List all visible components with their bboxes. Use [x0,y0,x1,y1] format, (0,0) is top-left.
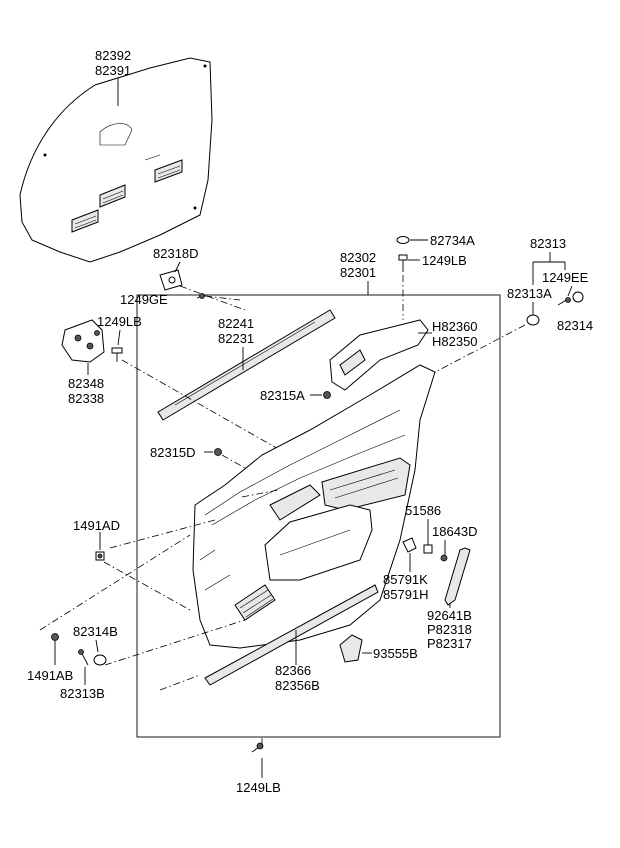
label-1249EE: 1249EE [542,270,589,285]
screw-1249LB-left [111,347,123,362]
screw-1249GE [196,293,206,299]
screw-1249LB-top [398,254,408,272]
label-82313A: 82313A [507,286,552,301]
label-82366: 82366 [275,663,311,678]
label-82348: 82348 [68,376,104,391]
screw-82313B [78,649,89,666]
speaker-grille [234,584,276,621]
switch-93555B [339,634,363,663]
label-1249LB-top: 1249LB [422,253,467,268]
garnish-82366 [204,584,379,686]
weatherstrip-82241 [157,309,336,421]
screw-1249EE [557,297,571,306]
label-82315A: 82315A [260,388,305,403]
label-82313: 82313 [530,236,566,251]
label-1249LB-bottom: 1249LB [236,780,281,795]
bulb-51586 [423,544,433,554]
label-82301: 82301 [340,265,376,280]
label-82315D: 82315D [150,445,196,460]
door-trim-sheet [19,57,213,263]
label-82318D: 82318D [153,246,199,261]
label-85791H: 85791H [383,587,429,602]
switch-panel-H82360 [329,319,429,391]
clip-82315A [323,391,331,399]
label-1249LB-left: 1249LB [97,314,142,329]
label-82356B: 82356B [275,678,320,693]
door-trim-panel [192,364,436,649]
label-H82350: H82350 [432,334,478,349]
label-1249GE: 1249GE [120,292,168,307]
label-1491AD: 1491AD [73,518,120,533]
grommet-82313A [526,314,540,326]
bracket-82348 [61,319,105,363]
label-P82318: P82318 [427,622,472,637]
label-82302: 82302 [340,250,376,265]
clip-85791K [402,537,417,553]
sheet-cutout-1 [71,209,99,233]
label-82391: 82391 [95,63,131,78]
label-1491AB: 1491AB [27,668,73,683]
label-85791K: 85791K [383,572,428,587]
label-82313B: 82313B [60,686,105,701]
label-82231: 82231 [218,331,254,346]
label-82314: 82314 [557,318,593,333]
label-92641B: 92641B [427,608,472,623]
clip-1491AB [51,633,59,641]
bracket-82318D [159,269,183,291]
socket-18643D [440,554,448,562]
assembly-frame [136,294,501,738]
label-18643D: 18643D [432,524,478,539]
clip-82734A [396,236,410,244]
cap-82314B [93,654,107,666]
sheet-cutout-3 [154,159,183,183]
screw-1491AD [95,551,105,561]
screw-1249LB-bottom [251,742,264,753]
label-P82317: P82317 [427,636,472,651]
trim-strip-92641B [444,547,471,606]
label-82734A: 82734A [430,233,475,248]
cap-82314 [572,291,584,303]
clip-82315D [214,448,222,456]
label-82392: 82392 [95,48,131,63]
label-93555B: 93555B [373,646,418,661]
label-82241: 82241 [218,316,254,331]
label-H82360: H82360 [432,319,478,334]
label-82314B: 82314B [73,624,118,639]
label-51586: 51586 [405,503,441,518]
sheet-cutout-2 [99,184,126,208]
label-82338: 82338 [68,391,104,406]
